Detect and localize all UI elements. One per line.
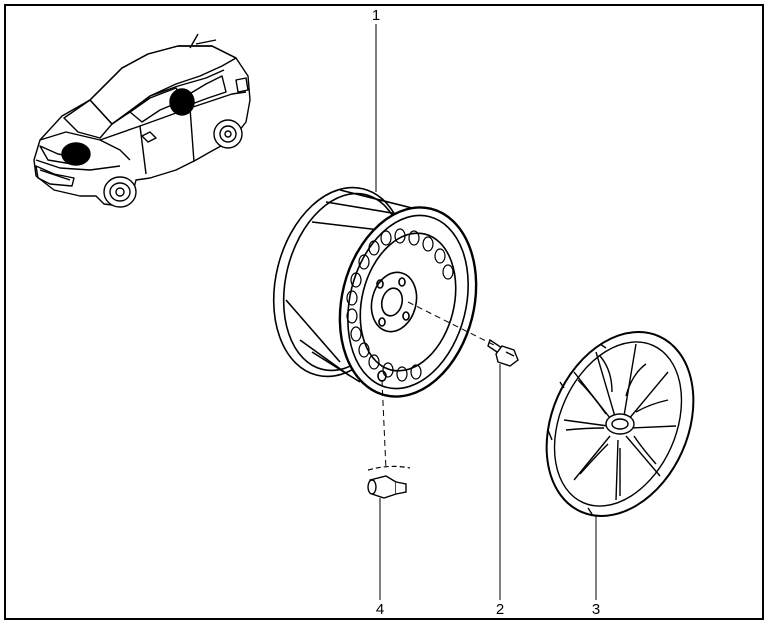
tire-valve [367, 475, 407, 499]
steel-wheel [272, 186, 478, 398]
callout-3: 3 [592, 601, 600, 618]
hubcap [545, 331, 695, 517]
callout-4: 4 [376, 601, 384, 618]
wheel-vent-holes [346, 228, 454, 382]
callout-labels: 1 2 3 4 [372, 7, 600, 618]
leader-lines [375, 24, 597, 600]
callout-1: 1 [372, 7, 380, 24]
car-locator-illustration [33, 33, 251, 208]
front-wheel-marker [61, 142, 91, 166]
rear-wheel-marker [169, 88, 195, 116]
valve-bracket [367, 465, 411, 471]
callout-2: 2 [496, 601, 504, 618]
